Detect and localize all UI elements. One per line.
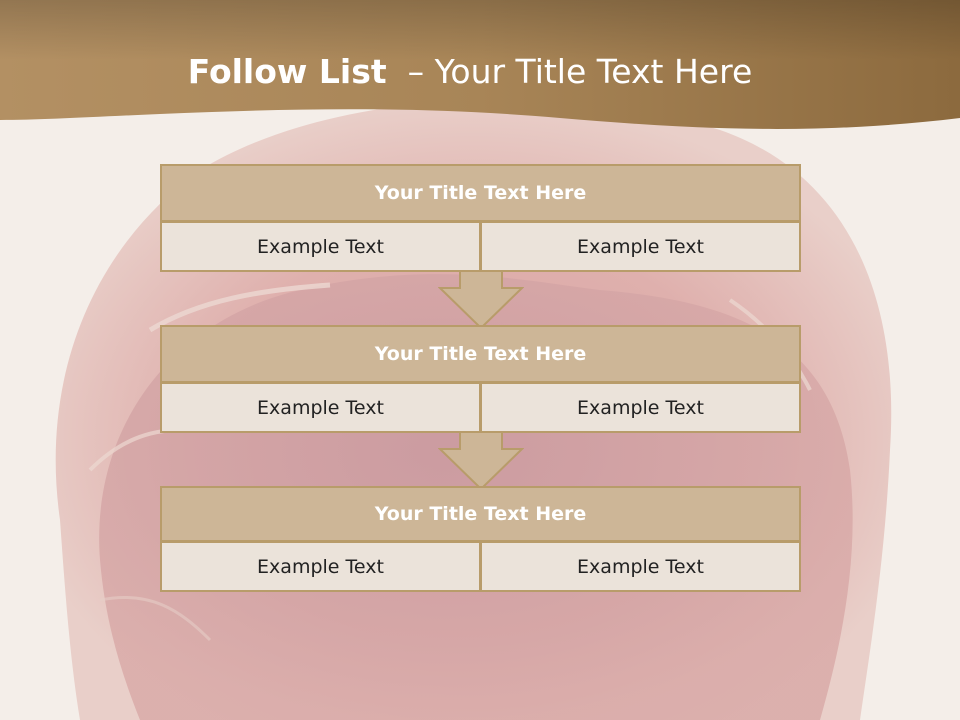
block-cell-left: Example Text: [160, 221, 481, 272]
block-cell-left: Example Text: [160, 541, 481, 592]
block-cell-right: Example Text: [480, 382, 801, 433]
block-cell-left: Example Text: [160, 382, 481, 433]
block-title: Your Title Text Here: [160, 164, 801, 222]
block-title: Your Title Text Here: [160, 486, 801, 542]
down-arrow-icon: [438, 431, 524, 491]
page-title-bold: Follow List: [187, 52, 387, 91]
block-title: Your Title Text Here: [160, 325, 801, 383]
block-cell-right: Example Text: [480, 221, 801, 272]
block-cell-right: Example Text: [480, 541, 801, 592]
down-arrow-icon: [438, 270, 524, 330]
page-title: Follow List – Your Title Text Here: [0, 52, 940, 91]
page-title-rest: – Your Title Text Here: [386, 52, 753, 91]
